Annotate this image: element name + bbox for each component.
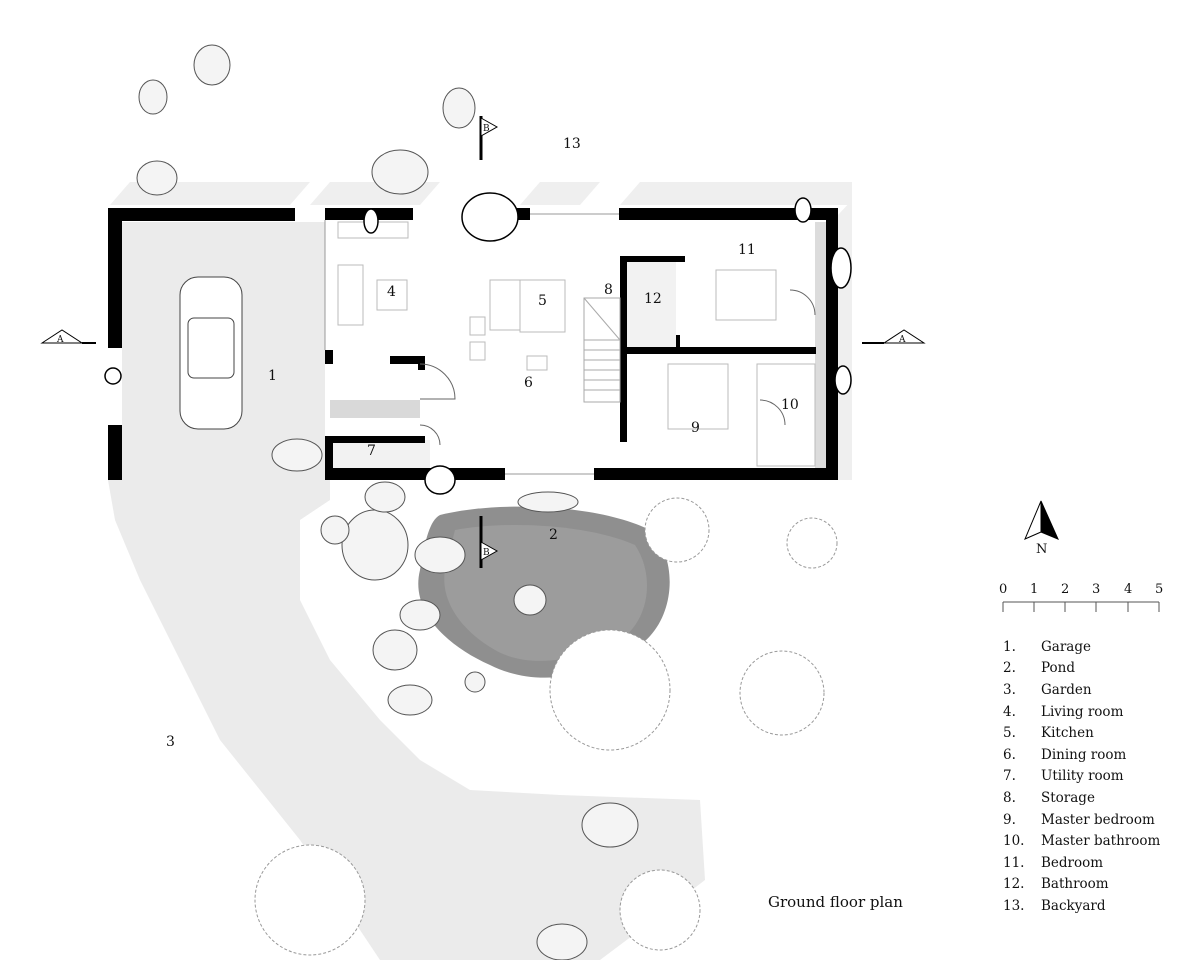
legend-num: 8. <box>1003 789 1016 806</box>
wall-boulders <box>104 192 852 495</box>
legend-num: 9. <box>1003 811 1016 828</box>
section-markers <box>40 116 926 568</box>
room-number-pond: 2 <box>549 527 558 543</box>
scale-label: 0 <box>999 582 1008 597</box>
scale-label: 3 <box>1092 582 1101 597</box>
room-number-utility: 7 <box>367 443 376 459</box>
legend-num: 12. <box>1003 876 1025 893</box>
trees <box>254 497 838 956</box>
legend-item: 4. Living room <box>1003 701 1160 723</box>
room-number-garage: 1 <box>268 368 277 384</box>
legend-name: Bathroom <box>1041 876 1109 893</box>
scale-label: 5 <box>1155 582 1164 597</box>
legend-name: Living room <box>1041 703 1124 720</box>
section-marker-b-bottom: B <box>483 548 490 558</box>
legend-num: 10. <box>1003 833 1025 850</box>
room-number-master-bathroom: 10 <box>781 397 799 413</box>
legend-name: Master bedroom <box>1041 811 1155 828</box>
legend-name: Garden <box>1041 681 1092 698</box>
room-number-dining: 6 <box>524 375 533 391</box>
legend-item: 13. Backyard <box>1003 895 1160 917</box>
room-number-master-bedroom: 9 <box>691 420 700 436</box>
scale-label: 1 <box>1030 582 1039 597</box>
legend-name: Bedroom <box>1041 854 1104 871</box>
legend-num: 2. <box>1003 660 1016 677</box>
legend-num: 6. <box>1003 746 1016 763</box>
legend-name: Dining room <box>1041 746 1127 763</box>
room-number-storage: 8 <box>604 282 613 298</box>
legend-item: 2. Pond <box>1003 658 1160 680</box>
scale-label: 2 <box>1061 582 1070 597</box>
interior-fills <box>330 222 826 468</box>
legend-name: Backyard <box>1041 897 1106 914</box>
north-arrow-icon <box>1024 500 1059 540</box>
room-number-bedroom: 11 <box>738 242 756 258</box>
legend-name: Storage <box>1041 789 1095 806</box>
legend-item: 9. Master bedroom <box>1003 809 1160 831</box>
scale-label: 4 <box>1124 582 1133 597</box>
boulders <box>136 44 639 960</box>
plan-title: Ground floor plan <box>768 893 903 911</box>
north-label: N <box>1036 542 1048 557</box>
legend-item: 10. Master bathroom <box>1003 830 1160 852</box>
legend-name: Pond <box>1041 660 1076 677</box>
stairs <box>583 297 621 403</box>
legend-name: Master bathroom <box>1041 833 1161 850</box>
section-marker-a-left: A <box>57 335 64 345</box>
legend-num: 1. <box>1003 638 1016 655</box>
car <box>179 276 243 430</box>
room-number-bathroom: 12 <box>644 291 662 307</box>
doors <box>419 289 816 446</box>
legend-item: 5. Kitchen <box>1003 722 1160 744</box>
legend-name: Garage <box>1041 638 1091 655</box>
legend-num: 7. <box>1003 768 1016 785</box>
legend-item: 7. Utility room <box>1003 766 1160 788</box>
room-number-garden: 3 <box>166 734 175 750</box>
scale-bar <box>1002 601 1160 612</box>
building-shadows <box>110 182 852 480</box>
section-marker-a-right: A <box>899 335 906 345</box>
legend-item: 3. Garden <box>1003 679 1160 701</box>
legend-num: 13. <box>1003 897 1025 914</box>
legend-item: 1. Garage <box>1003 636 1160 658</box>
furniture <box>337 221 816 467</box>
legend-item: 8. Storage <box>1003 787 1160 809</box>
room-number-living: 4 <box>387 284 396 300</box>
legend-item: 11. Bedroom <box>1003 852 1160 874</box>
legend-name: Kitchen <box>1041 725 1094 742</box>
room-number-kitchen: 5 <box>538 293 547 309</box>
legend-num: 11. <box>1003 854 1025 871</box>
section-marker-b-top: B <box>483 124 490 134</box>
legend: 1. Garage 2. Pond 3. Garden 4. Living room 5… <box>1003 636 1160 917</box>
legend-item: 6. Dining room <box>1003 744 1160 766</box>
legend-num: 4. <box>1003 703 1016 720</box>
legend-num: 5. <box>1003 725 1016 742</box>
legend-num: 3. <box>1003 681 1016 698</box>
legend-name: Utility room <box>1041 768 1124 785</box>
room-number-backyard: 13 <box>563 136 581 152</box>
legend-item: 12. Bathroom <box>1003 874 1160 896</box>
